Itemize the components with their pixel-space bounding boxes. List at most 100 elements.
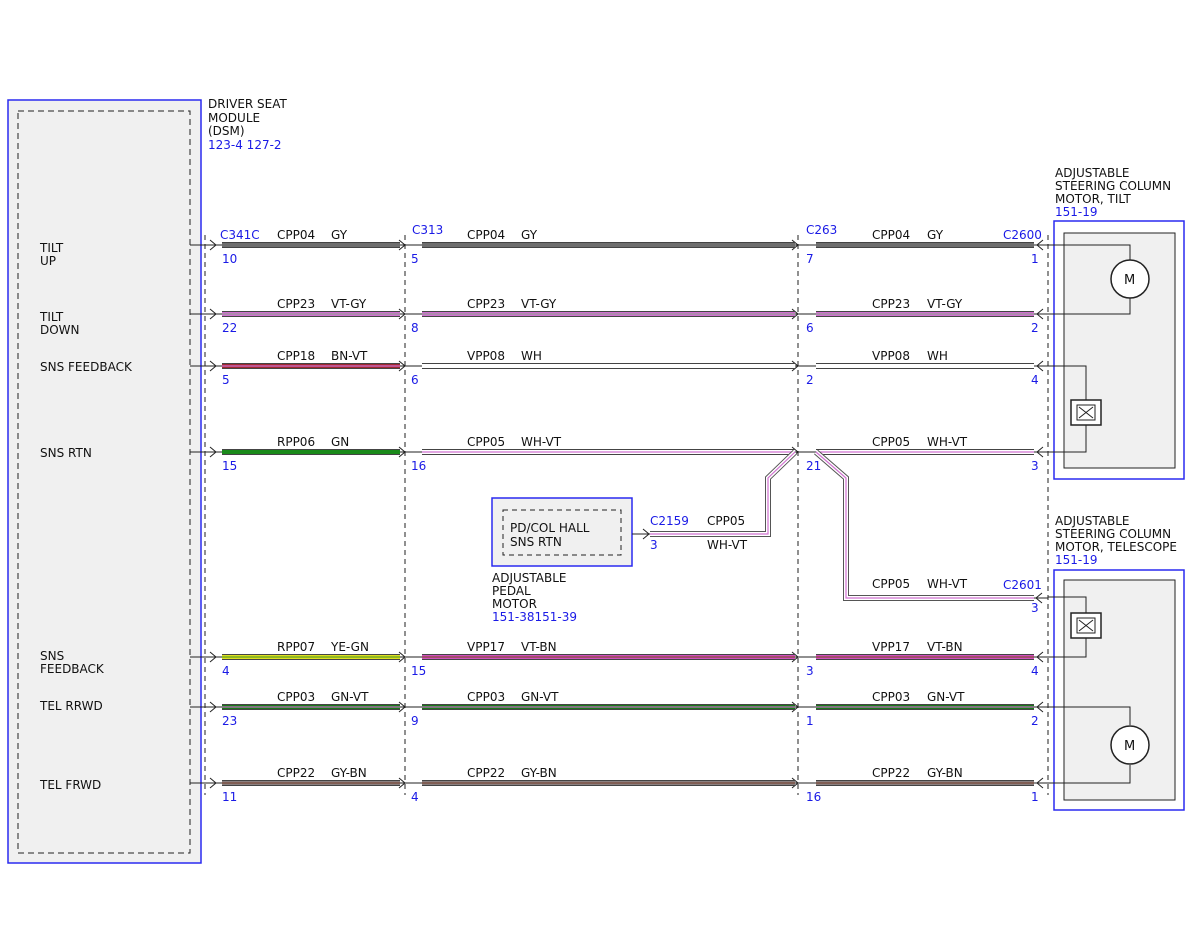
arrow-c263 <box>791 308 799 320</box>
pin-label-tel-frwd: TEL FRWD <box>39 778 101 792</box>
connector-c2600: C2600 <box>1003 228 1042 242</box>
connector-c313: C313 <box>412 223 443 237</box>
pin-number: 5 <box>222 373 230 387</box>
pin-number: 5 <box>411 252 419 266</box>
pin-number: 16 <box>806 790 821 804</box>
arrow-c313 <box>398 777 406 789</box>
tilt-motor-title-2: STEERING COLUMN <box>1055 179 1171 193</box>
motor-icon <box>1110 259 1150 299</box>
arrow-c2600 <box>1036 446 1044 458</box>
arrow-dsm <box>209 701 217 713</box>
arrow-c313 <box>398 239 406 251</box>
arrow-c313 <box>398 360 406 372</box>
tilt-motor-ref: 151-19 <box>1055 205 1098 219</box>
pin-label-sns-feedback-2b: FEEDBACK <box>40 662 105 676</box>
tilt-motor-title-1: ADJUSTABLE <box>1055 166 1130 180</box>
arrow-c313 <box>398 446 406 458</box>
connector-c2159: C2159 <box>650 514 689 528</box>
wire-color-label: WH <box>927 349 948 363</box>
pin-label-sns-rtn: SNS RTN <box>40 446 92 460</box>
arrow-c263 <box>791 777 799 789</box>
wire-circuit-label: CPP23 <box>872 297 910 311</box>
dsm-ref: 123-4 127-2 <box>208 138 282 152</box>
wire-color-label: GY-BN <box>331 766 367 780</box>
wire-circuit-label: CPP22 <box>277 766 315 780</box>
pedal-title-2: PEDAL <box>492 584 531 598</box>
arrow-c2600 <box>1036 777 1044 789</box>
wire-circuit-label: CPP23 <box>277 297 315 311</box>
branch-c2601-pin: 3 <box>1031 601 1039 615</box>
connector-c341c: C341C <box>220 228 260 242</box>
arrow-c2600 <box>1036 239 1044 251</box>
pedal-pin: 3 <box>650 538 658 552</box>
wire-color-label: GN-VT <box>331 690 369 704</box>
pedal-ref: 151-38151-39 <box>492 610 577 624</box>
pin-number: 3 <box>806 664 814 678</box>
hall-sensor-icon-2-x <box>1078 619 1094 632</box>
pin-label-tel-rrwd: TEL RRWD <box>39 699 103 713</box>
arrow-dsm <box>209 308 217 320</box>
arrow-c263 <box>791 239 799 251</box>
wire-color-label: VT-GY <box>521 297 557 311</box>
pin-number: 1 <box>1031 252 1039 266</box>
wire-color-label: VT-GY <box>927 297 963 311</box>
pin-number: 11 <box>222 790 237 804</box>
pin-number: 1 <box>1031 790 1039 804</box>
wire-color-label: WH-VT <box>927 435 968 449</box>
pin-label-tilt-up-1: TILT <box>39 241 64 255</box>
hall-sensor-icon-2-inner <box>1076 617 1096 634</box>
pedal-title-1: ADJUSTABLE <box>492 571 567 585</box>
wire-circuit-label: CPP05 <box>467 435 505 449</box>
arrow-c263 <box>791 360 799 372</box>
pedal-inner-2: SNS RTN <box>510 535 562 549</box>
pin-number: 7 <box>806 252 814 266</box>
wire-circuit-label: CPP03 <box>277 690 315 704</box>
dsm-title-2: MODULE <box>208 111 260 125</box>
tel-motor-symbol: M <box>1124 739 1135 754</box>
pin-number: 15 <box>411 664 426 678</box>
pedal-motor-inner <box>502 509 622 556</box>
wire-color-label: WH-VT <box>521 435 562 449</box>
wire-color-label: GY-BN <box>927 766 963 780</box>
wire-circuit-label: CPP22 <box>467 766 505 780</box>
arrow-dsm <box>209 777 217 789</box>
wire-circuit-label: CPP04 <box>467 228 505 242</box>
pin-number: 8 <box>411 321 419 335</box>
branch-c2601-circuit: CPP05 <box>872 577 910 591</box>
tel-motor-title-3: MOTOR, TELESCOPE <box>1055 540 1177 554</box>
pin-number: 4 <box>1031 664 1039 678</box>
pin-number: 15 <box>222 459 237 473</box>
wire-color-label: VT-GY <box>331 297 367 311</box>
arrow-c313 <box>398 701 406 713</box>
pin-number: 1 <box>806 714 814 728</box>
pedal-wire-stripe <box>650 451 796 535</box>
connector-c263: C263 <box>806 223 837 237</box>
arrow-c2600 <box>1036 308 1044 320</box>
pedal-title-3: MOTOR <box>492 597 537 611</box>
pin-number: 22 <box>222 321 237 335</box>
pin-label-sns-feedback-2a: SNS <box>40 649 64 663</box>
wire-circuit-label: VPP17 <box>467 640 505 654</box>
dsm-title-1: DRIVER SEAT <box>208 97 288 111</box>
wire-circuit-label: CPP05 <box>872 435 910 449</box>
hall-sensor-icon-inner <box>1076 404 1096 421</box>
wire-circuit-label: VPP08 <box>872 349 910 363</box>
arrow-c313 <box>398 651 406 663</box>
wire-circuit-label: CPP23 <box>467 297 505 311</box>
tel-motor-title-1: ADJUSTABLE <box>1055 514 1130 528</box>
wire-circuit-label: CPP18 <box>277 349 315 363</box>
pin-label-tilt-down-2: DOWN <box>40 323 80 337</box>
wire-color-label: WH <box>521 349 542 363</box>
wire-color-label: GN-VT <box>521 690 559 704</box>
arrow-dsm <box>209 360 217 372</box>
tel-motor-title-2: STEERING COLUMN <box>1055 527 1171 541</box>
arrow-c2159 <box>632 528 650 540</box>
wire-circuit-label: CPP04 <box>872 228 910 242</box>
hall-sensor-icon-x <box>1078 406 1094 419</box>
pedal-circuit: CPP05 <box>707 514 745 528</box>
arrow-c2600 <box>1036 360 1044 372</box>
pin-number: 21 <box>806 459 821 473</box>
pin-label-tilt-up-2: UP <box>40 254 56 268</box>
wire-color-label: VT-BN <box>521 640 557 654</box>
